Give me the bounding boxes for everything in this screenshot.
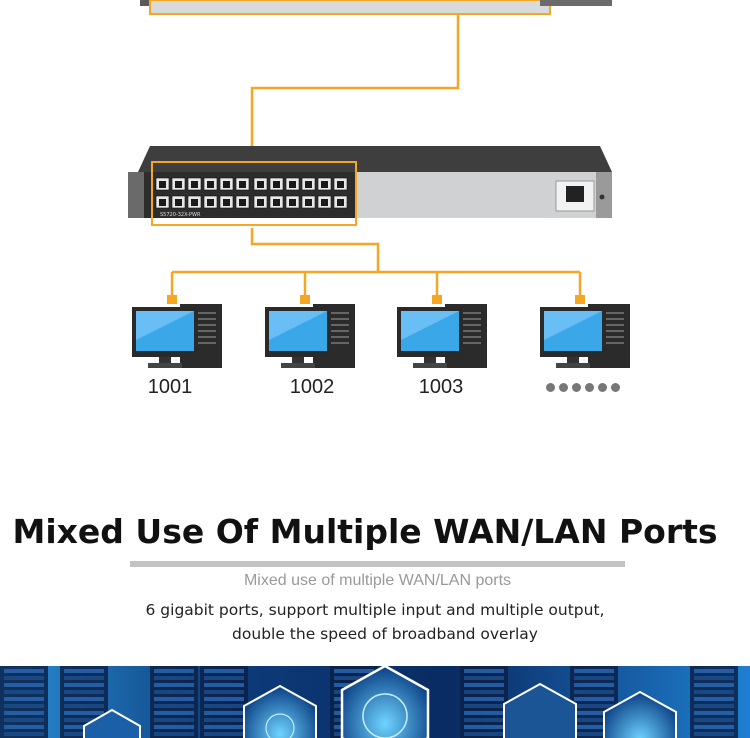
more-indicator-dot xyxy=(559,383,568,392)
ethernet-port-socket xyxy=(337,199,344,206)
more-indicator-dot xyxy=(585,383,594,392)
more-pcs-indicator xyxy=(546,383,620,392)
datacenter-banner xyxy=(0,666,750,738)
ethernet-port-socket xyxy=(289,199,296,206)
ethernet-port-socket xyxy=(257,199,264,206)
headline-underline xyxy=(130,561,625,567)
ethernet-port-socket xyxy=(191,199,198,206)
more-indicator-dot xyxy=(546,383,555,392)
ethernet-port-socket xyxy=(289,181,296,188)
ethernet-port-socket xyxy=(257,181,264,188)
pc-label-2: 1002 xyxy=(289,376,335,398)
ethernet-port-socket xyxy=(207,199,214,206)
ethernet-port-socket xyxy=(321,181,328,188)
ethernet-port-socket xyxy=(207,181,214,188)
ethernet-port-socket xyxy=(305,199,312,206)
ethernet-port-socket xyxy=(159,199,166,206)
more-indicator-dot xyxy=(598,383,607,392)
switch-ports xyxy=(155,177,348,209)
description-line-2: double the speed of broadband overlay xyxy=(232,625,538,643)
server-rack xyxy=(150,666,198,738)
hexagon-icons xyxy=(83,666,677,738)
network-diagram: S5720-32X-PWR xyxy=(128,0,630,368)
ethernet-port-socket xyxy=(223,181,230,188)
ethernet-port-socket xyxy=(305,181,312,188)
ethernet-port-socket xyxy=(175,199,182,206)
section-headline: Mixed Use Of Multiple WAN/LAN Ports xyxy=(12,512,718,551)
pc-label-1: 1001 xyxy=(147,376,193,398)
computer-group xyxy=(132,295,630,368)
ethernet-port-socket xyxy=(239,181,246,188)
server-rack xyxy=(570,666,618,738)
ethernet-port-socket xyxy=(223,199,230,206)
more-indicator-dot xyxy=(572,383,581,392)
ethernet-port-socket xyxy=(239,199,246,206)
network-switch: S5720-32X-PWR xyxy=(128,146,612,226)
ethernet-port-socket xyxy=(191,181,198,188)
section-subtitle: Mixed use of multiple WAN/LAN ports xyxy=(243,572,512,589)
connection-lines xyxy=(170,14,582,296)
server-rack xyxy=(460,666,508,738)
computer-icon xyxy=(265,295,355,368)
description-line-1: 6 gigabit ports, support multiple input … xyxy=(145,601,605,619)
computer-icon xyxy=(397,295,487,368)
server-rack xyxy=(0,666,48,738)
ethernet-port-socket xyxy=(159,181,166,188)
computer-icon xyxy=(132,295,222,368)
ethernet-port-socket xyxy=(273,181,280,188)
server-rack xyxy=(690,666,738,738)
ethernet-port-socket xyxy=(175,181,182,188)
more-indicator-dot xyxy=(611,383,620,392)
ethernet-port-socket xyxy=(321,199,328,206)
server-rack xyxy=(200,666,248,738)
switch-model-label: S5720-32X-PWR xyxy=(160,212,201,218)
ethernet-port-socket xyxy=(273,199,280,206)
pc-label-3: 1003 xyxy=(418,376,464,398)
top-router xyxy=(140,0,612,15)
computer-icon xyxy=(540,295,630,368)
ethernet-port-socket xyxy=(337,181,344,188)
